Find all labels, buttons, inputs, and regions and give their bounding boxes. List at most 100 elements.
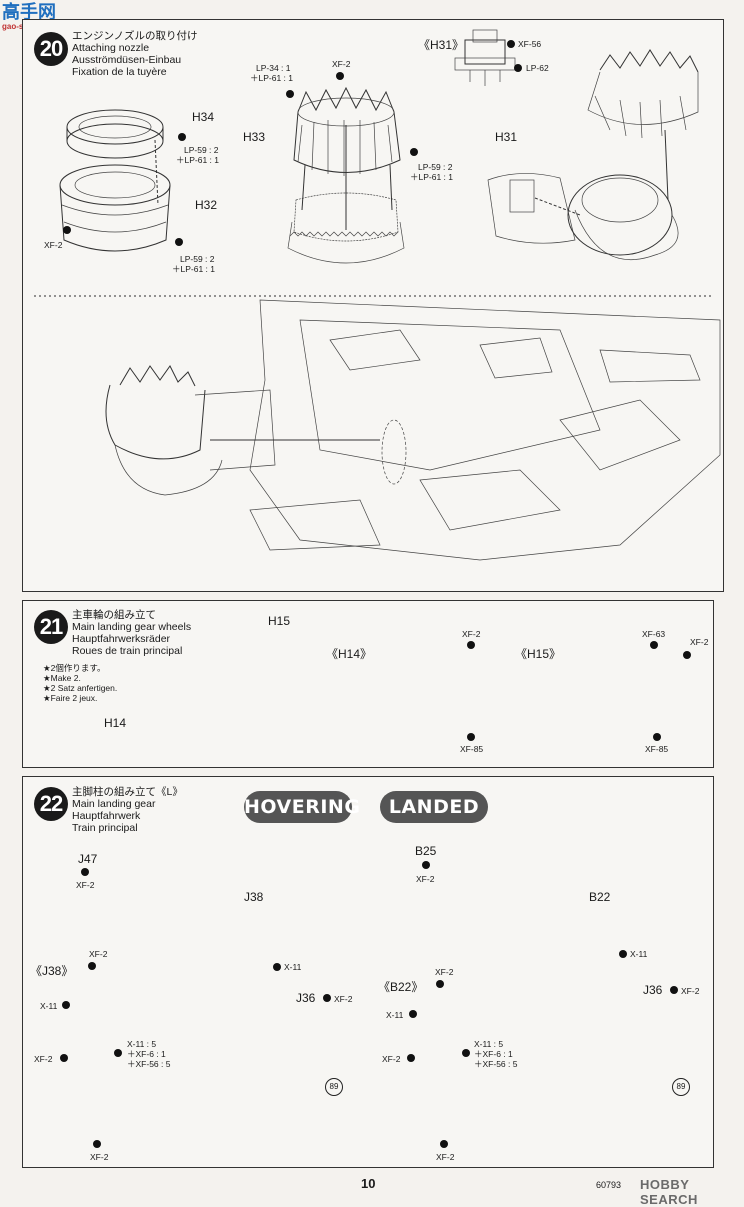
paint-lp59-b: LP-59 : 2 [180,254,215,264]
paint-xf2: XF-2 [436,1152,455,1162]
paint-dot [60,1054,68,1062]
paint-dot [63,226,71,234]
paint-dot [81,868,89,876]
label-j36: J36 [296,991,316,1005]
label-b22-inset: 《B22》 [378,980,424,994]
label-j38-inset: 《J38》 [30,964,74,978]
paint-xf2-b: XF-2 [690,637,709,647]
note-en: ★Make 2. [43,673,81,683]
paint-lp59-c: LP-59 : 2 [418,162,453,172]
paint-dot [62,1001,70,1009]
label-j36-b: J36 [643,983,663,997]
paint-dot [407,1054,415,1062]
paint-xf2: XF-2 [90,1152,109,1162]
paint-dot [653,733,661,741]
step-22-title-jp: 主脚柱の組み立て《L》 [72,786,183,798]
paint-dot [670,986,678,994]
paint-xf2: XF-2 [334,994,353,1004]
paint-dot [440,1140,448,1148]
label-b22: B22 [589,890,611,904]
mix-xf56: ＋XF-56 : 5 [127,1059,171,1069]
note-fr: ★Faire 2 jeux. [43,693,98,703]
hobby-search-logo: HOBBY SEARCH [640,1177,698,1207]
paint-xf2: XF-2 [681,986,700,996]
step-21-panel [22,600,714,768]
paint-xf2: XF-2 [382,1054,401,1064]
paint-dot [336,72,344,80]
step-20-title-en: Attaching nozzle [72,42,150,54]
paint-lp61-a: ＋LP-61 : 1 [176,155,219,165]
step-22-number: 22 [34,787,68,821]
step-22-title-en: Main landing gear [72,798,156,810]
paint-mix: X-11 : 5 ＋XF-6 : 1 ＋XF-56 : 5 [474,1039,517,1069]
paint-xf2: XF-2 [89,949,108,959]
label-b25: B25 [415,844,437,858]
mix-xf56: ＋XF-56 : 5 [474,1059,518,1069]
step-21-title-jp: 主車輪の組み立て [72,609,156,621]
nozzle-assembly-right [487,49,699,260]
paint-dot [436,980,444,988]
paint-dot [514,64,522,72]
label-j47: J47 [78,852,98,866]
paint-dot [422,861,430,869]
label-h34: H34 [192,110,215,124]
paint-xf2: XF-2 [416,874,435,884]
paint-xf56: XF-56 [518,39,542,49]
paint-x11: X-11 [40,1001,58,1011]
mix-x11: X-11 : 5 [474,1039,504,1049]
label-h33: H33 [243,130,266,144]
paint-dot [273,963,281,971]
label-j38: J38 [244,890,264,904]
paint-dot [175,238,183,246]
paint-dot [467,733,475,741]
paint-dot [462,1049,470,1057]
paint-dot [286,90,294,98]
paint-dot [683,651,691,659]
paint-dot [410,148,418,156]
paint-xf2-left: XF-2 [44,240,63,250]
paint-lp61-d: ＋LP-61 : 1 [250,73,293,83]
label-h32: H32 [195,198,218,212]
ref-89-icon: 89 [325,1078,343,1096]
label-h15-inset: 《H15》 [515,647,562,661]
step-20-number: 20 [34,32,68,66]
step-21-title: 主車輪の組み立て Main landing gear wheels Hauptf… [72,609,191,657]
paint-dot [178,133,186,141]
mix-xf6: ＋XF-6 : 1 [127,1049,166,1059]
ref-89: 89 [329,1082,339,1091]
page-number: 10 [361,1176,376,1191]
step-20-title-de: Ausströmdüsen-Einbau [72,54,182,66]
hovering-badge: HOVERING [244,791,360,823]
paint-dot [467,641,475,649]
paint-xf2: XF-2 [76,880,95,890]
paint-lp59-a: LP-59 : 2 [184,145,219,155]
step-21-title-fr: Roues de train principal [72,645,183,657]
ref-89: 89 [676,1082,686,1091]
step-21-title-en: Main landing gear wheels [72,621,192,633]
paint-xf2: XF-2 [34,1054,53,1064]
paint-xf85-a: XF-85 [460,744,484,754]
step-21-note: ★2個作ります。 ★Make 2. ★2 Satz anfertigen. ★F… [43,663,117,703]
part-h33-nozzle [293,86,401,176]
paint-xf2-top: XF-2 [332,59,351,69]
paint-lp62: LP-62 [526,63,549,73]
step-20-title-fr: Fixation de la tuyère [72,66,167,78]
paint-dot [114,1049,122,1057]
paint-dot [88,962,96,970]
paint-dot [93,1140,101,1148]
paint-dot [619,950,627,958]
paint-x11: X-11 [284,962,302,972]
ref-89-icon: 89 [672,1078,690,1096]
landed-badge: LANDED [380,791,488,823]
paint-x11: X-11 [630,949,648,959]
paint-xf63: XF-63 [642,629,666,639]
label-h15: H15 [268,614,291,628]
paint-dot [323,994,331,1002]
aircraft-fuselage [105,299,721,561]
step-22-panel [22,776,714,1168]
paint-dot [650,641,658,649]
paint-mix: X-11 : 5 ＋XF-6 : 1 ＋XF-56 : 5 [127,1039,170,1069]
paint-dot [409,1010,417,1018]
label-h31: H31 [495,130,518,144]
step-21-number: 21 [34,610,68,644]
